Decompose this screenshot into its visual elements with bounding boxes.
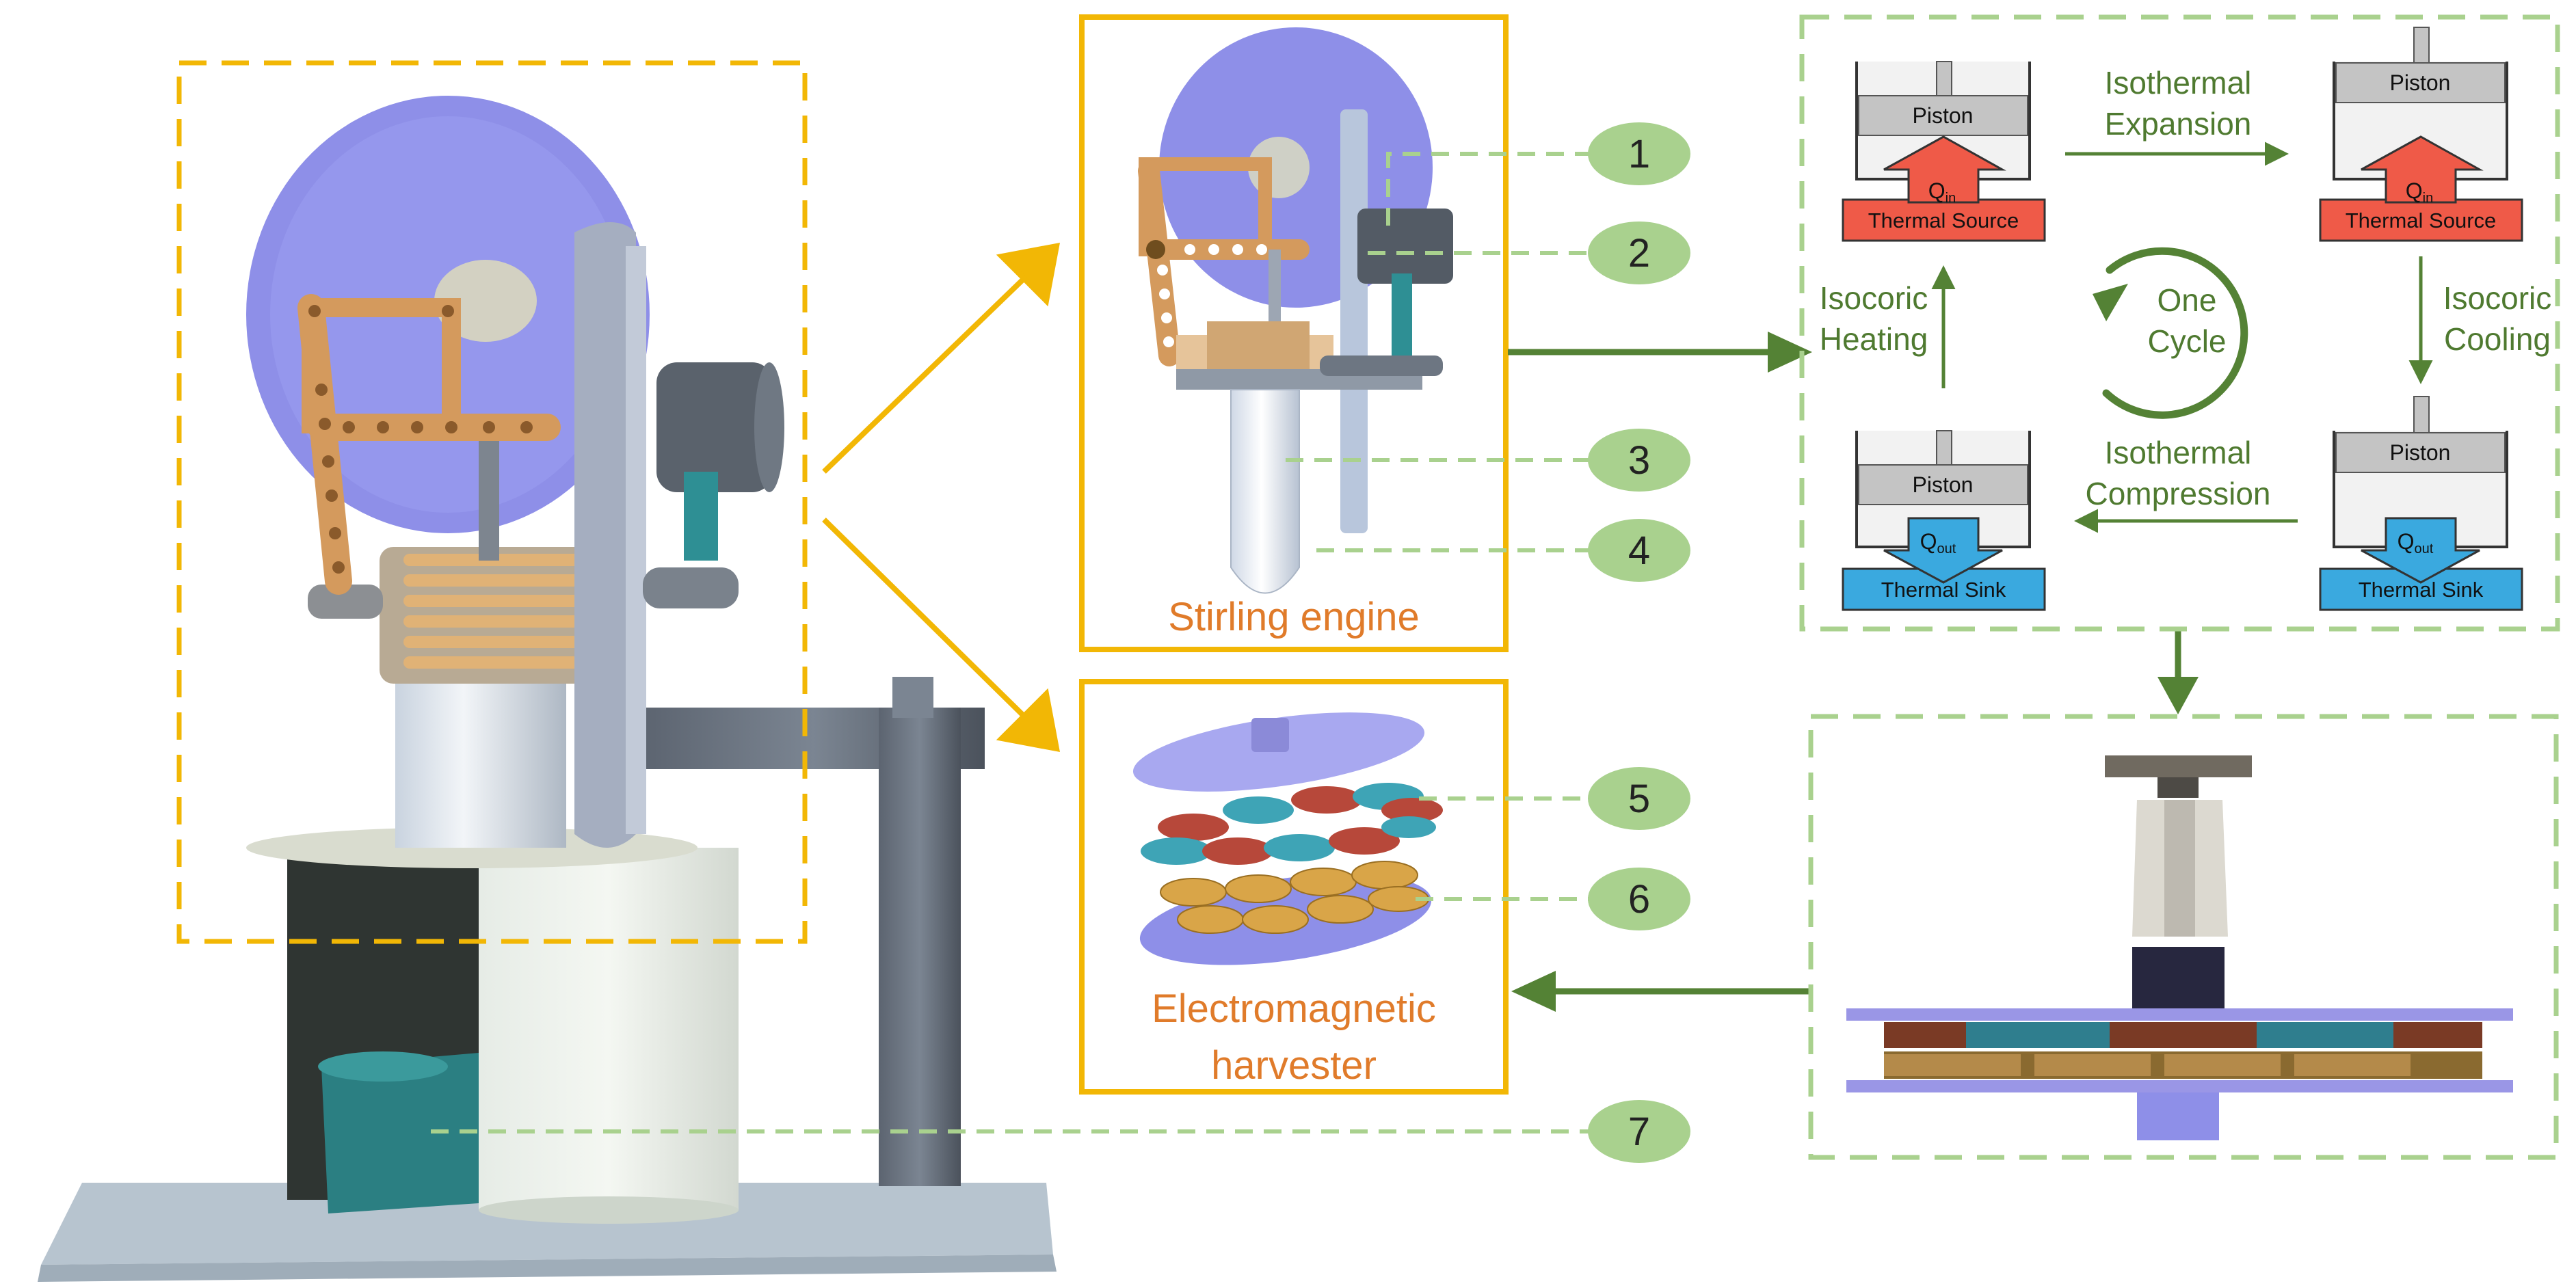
callout-2: 2 [1588, 222, 1690, 284]
cooling-fins [308, 547, 605, 684]
harvester-panel: Electromagnetic harvester [1079, 679, 1509, 1095]
engine-highlight-box [176, 60, 808, 944]
svg-text:Piston: Piston [2390, 440, 2451, 465]
engine-cylinder [395, 677, 566, 848]
svg-text:4: 4 [1628, 528, 1650, 573]
stirling-engine-label: Stirling engine [1168, 595, 1420, 639]
callout-3: 3 [1588, 429, 1690, 492]
gear-motor [656, 362, 773, 492]
device-to-detail-arrows [822, 242, 1061, 753]
piston-unit-cooled-expanded: Piston Thermal Sink Qout [2319, 396, 2523, 611]
svg-text:Qin: Qin [2406, 178, 2433, 206]
svg-text:1: 1 [1628, 132, 1650, 176]
svg-text:2: 2 [1628, 231, 1650, 276]
svg-text:Qout: Qout [2398, 529, 2434, 556]
callout-4: 4 [1588, 519, 1690, 582]
svg-text:Piston: Piston [1913, 472, 1974, 497]
callout-leaders [431, 152, 1590, 1133]
piston-unit-heated-compressed: Piston Thermal Source Qin [1842, 61, 2046, 242]
harvester-label-line2: harvester [1211, 1043, 1377, 1088]
svg-text:Thermal Source: Thermal Source [2346, 209, 2497, 232]
svg-text:Qout: Qout [1920, 529, 1956, 556]
svg-text:Qin: Qin [1928, 178, 1956, 206]
svg-text:3: 3 [1628, 438, 1650, 483]
svg-text:Piston: Piston [1913, 103, 1974, 128]
svg-text:5: 5 [1628, 777, 1650, 821]
svg-text:6: 6 [1628, 877, 1650, 922]
base-cylinder [479, 848, 739, 1210]
callout-5: 5 [1588, 767, 1690, 830]
piston-unit-cooled-compressed: Piston Thermal Sink Qout [1842, 430, 2046, 611]
harvester-label-line1: Electromagnetic [1152, 987, 1436, 1031]
flow-arrows [1508, 332, 2199, 1012]
cycle-panel: Piston Thermal Source Qin Piston Thermal… [1799, 14, 2560, 632]
stirling-engine-panel: Stirling engine [1079, 14, 1509, 652]
callouts: 1 2 3 4 5 6 7 [1588, 122, 1690, 1163]
svg-text:Piston: Piston [2390, 70, 2451, 95]
callout-1: 1 [1588, 122, 1690, 185]
heat-source-block [321, 1053, 479, 1213]
harvester-section-panel [1808, 714, 2559, 1160]
svg-text:7: 7 [1628, 1110, 1650, 1154]
device-render [38, 60, 1057, 1282]
base-plate [41, 1183, 1053, 1265]
callout-6: 6 [1588, 868, 1690, 930]
callout-7: 7 [1588, 1100, 1690, 1163]
svg-text:Thermal Source: Thermal Source [1868, 209, 2019, 232]
piston-unit-heated-expanded: Piston Thermal Source Qin [2319, 27, 2523, 242]
side-plate [574, 222, 636, 848]
